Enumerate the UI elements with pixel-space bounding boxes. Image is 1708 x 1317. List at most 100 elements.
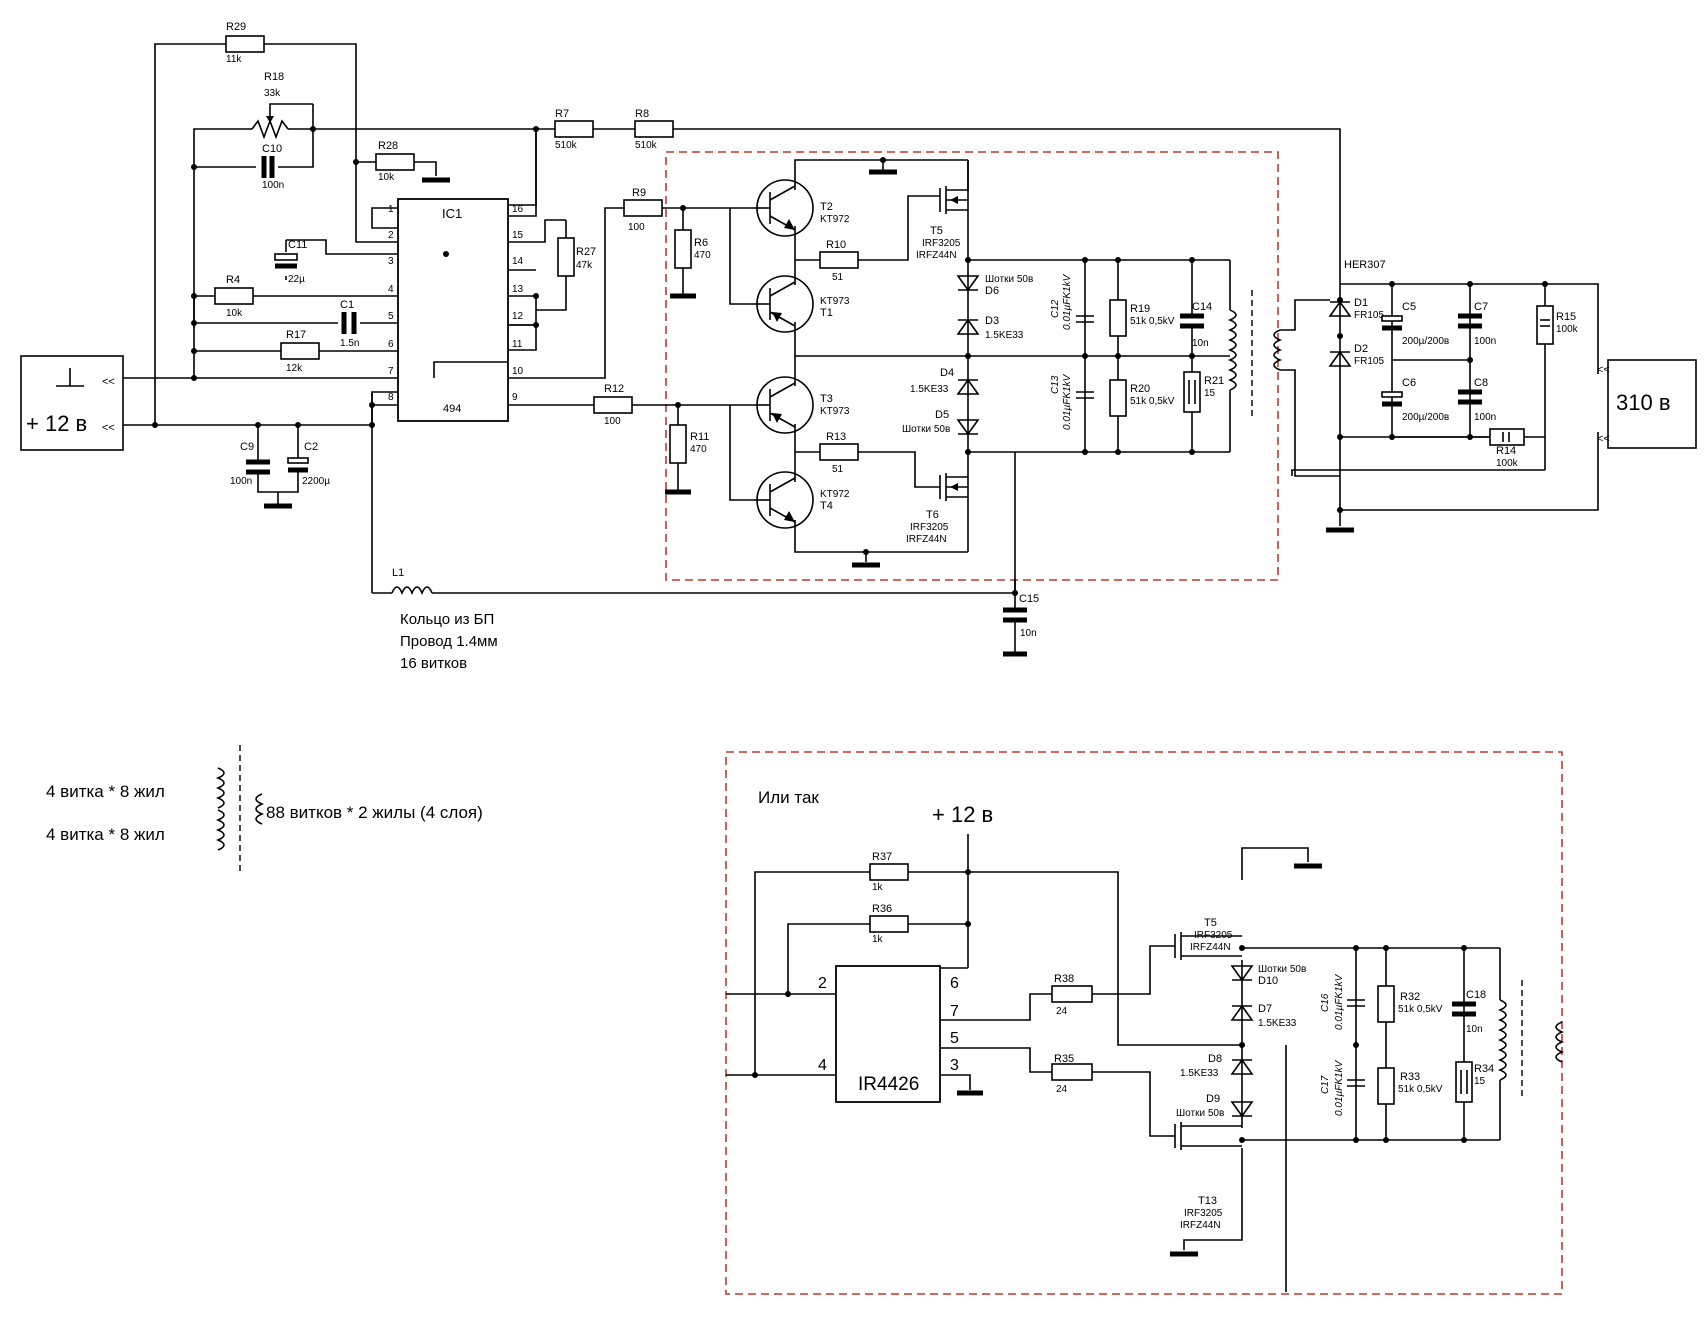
c8: C8 100n bbox=[1458, 377, 1496, 423]
svg-text:D3: D3 bbox=[985, 315, 999, 327]
svg-text:Шотки 50в: Шотки 50в bbox=[985, 274, 1033, 285]
svg-text:1.5KE33: 1.5KE33 bbox=[1258, 1018, 1297, 1029]
svg-text:IRF3205: IRF3205 bbox=[910, 522, 949, 533]
svg-text:1.5KE33: 1.5KE33 bbox=[910, 384, 949, 395]
svg-text:33k: 33k bbox=[264, 88, 281, 99]
svg-text:100n: 100n bbox=[1474, 336, 1496, 347]
svg-text:9: 9 bbox=[512, 392, 518, 403]
svg-text:C8: C8 bbox=[1474, 377, 1488, 389]
svg-text:KT972: KT972 bbox=[820, 489, 850, 500]
svg-text:1.5KE33: 1.5KE33 bbox=[1180, 1068, 1219, 1079]
svg-text:15: 15 bbox=[1474, 1076, 1486, 1087]
svg-text:R10: R10 bbox=[826, 239, 846, 251]
svg-text:10: 10 bbox=[512, 366, 524, 377]
svg-text:6: 6 bbox=[388, 339, 394, 350]
svg-text:10n: 10n bbox=[1466, 1024, 1483, 1035]
svg-text:100k: 100k bbox=[1496, 458, 1519, 469]
svg-text:47k: 47k bbox=[576, 260, 593, 271]
svg-text:R17: R17 bbox=[286, 329, 306, 341]
svg-text:T5: T5 bbox=[930, 225, 943, 237]
r29: R29 11k bbox=[225, 21, 265, 65]
svg-text:5: 5 bbox=[388, 311, 394, 322]
svg-text:10k: 10k bbox=[226, 308, 243, 319]
svg-text:15: 15 bbox=[1204, 388, 1216, 399]
svg-text:10n: 10n bbox=[1192, 338, 1209, 349]
output-terminal-block: 310 в << << bbox=[1597, 359, 1697, 449]
svg-text:510k: 510k bbox=[555, 140, 578, 151]
svg-text:KT972: KT972 bbox=[820, 214, 850, 225]
svg-text:14: 14 bbox=[512, 256, 524, 267]
svg-text:R20: R20 bbox=[1130, 383, 1150, 395]
svg-text:100k: 100k bbox=[1556, 324, 1579, 335]
svg-text:10k: 10k bbox=[378, 172, 395, 183]
svg-text:Или так: Или так bbox=[758, 788, 819, 807]
svg-text:24: 24 bbox=[1056, 1084, 1068, 1095]
svg-text:5: 5 bbox=[950, 1030, 959, 1047]
svg-text:470: 470 bbox=[690, 444, 707, 455]
svg-text:100n: 100n bbox=[1474, 412, 1496, 423]
svg-text:16: 16 bbox=[512, 204, 524, 215]
svg-text:200µ/200в: 200µ/200в bbox=[1402, 336, 1449, 347]
svg-text:+ 12 в: + 12 в bbox=[932, 802, 993, 827]
svg-text:C10: C10 bbox=[262, 143, 282, 155]
svg-text:R14: R14 bbox=[1496, 445, 1516, 457]
alt-driver: Или так + 12 в IR4426 2 4 6 7 5 3 bbox=[726, 788, 1565, 1292]
svg-text:11k: 11k bbox=[226, 54, 242, 65]
svg-text:0.01µFK1kV: 0.01µFK1kV bbox=[1334, 1059, 1345, 1116]
l1-inductor: L1 Кольцо из БП Провод 1.4мм 16 витков bbox=[372, 567, 1015, 672]
svg-text:100n: 100n bbox=[262, 180, 284, 191]
svg-text:1k: 1k bbox=[872, 882, 884, 893]
svg-text:Шотки 50в: Шотки 50в bbox=[1176, 1108, 1224, 1119]
svg-text:Шотки 50в: Шотки 50в bbox=[1258, 964, 1306, 975]
svg-text:R34: R34 bbox=[1474, 1063, 1494, 1075]
svg-text:10n: 10n bbox=[1020, 628, 1037, 639]
svg-text:Шотки 50в: Шотки 50в bbox=[902, 424, 950, 435]
svg-text:R29: R29 bbox=[226, 21, 246, 33]
svg-text:Провод 1.4мм: Провод 1.4мм bbox=[400, 633, 498, 650]
svg-text:R35: R35 bbox=[1054, 1053, 1074, 1065]
ic1-tl494: IC1 494 1 2 3 4 5 6 7 8 16 15 14 13 12 1… bbox=[388, 129, 624, 422]
svg-text:51k 0,5kV: 51k 0,5kV bbox=[1130, 396, 1175, 407]
svg-text:88 витков * 2 жилы (4 слоя): 88 витков * 2 жилы (4 слоя) bbox=[266, 803, 483, 822]
svg-text:R37: R37 bbox=[872, 851, 892, 863]
svg-text:C6: C6 bbox=[1402, 377, 1416, 389]
svg-text:IRFZ44N: IRFZ44N bbox=[906, 534, 947, 545]
svg-text:D4: D4 bbox=[940, 367, 954, 379]
svg-text:R9: R9 bbox=[632, 187, 646, 199]
svg-text:16 витков: 16 витков bbox=[400, 655, 467, 672]
svg-text:0.01µFK1kV: 0.01µFK1kV bbox=[1062, 373, 1073, 430]
svg-text:C1: C1 bbox=[340, 299, 354, 311]
svg-text:R12: R12 bbox=[604, 383, 624, 395]
svg-text:IRFZ44N: IRFZ44N bbox=[1180, 1220, 1221, 1231]
svg-text:KT973: KT973 bbox=[820, 406, 850, 417]
input-12v-label: + 12 в bbox=[26, 411, 87, 436]
svg-text:13: 13 bbox=[512, 284, 524, 295]
svg-text:C17: C17 bbox=[1320, 1075, 1331, 1094]
d3-tvs-diode: D31.5KE33 bbox=[956, 315, 1024, 341]
output-310v-label: 310 в bbox=[1616, 390, 1671, 415]
svg-text:D5: D5 bbox=[935, 409, 949, 421]
c7: C7 100n bbox=[1458, 301, 1496, 347]
svg-text:C7: C7 bbox=[1474, 301, 1488, 313]
svg-text:R19: R19 bbox=[1130, 303, 1150, 315]
svg-text:R36: R36 bbox=[872, 903, 892, 915]
c1: C11.5n bbox=[340, 299, 359, 349]
svg-text:1k: 1k bbox=[872, 934, 884, 945]
svg-text:2200µ: 2200µ bbox=[302, 476, 330, 487]
svg-text:L1: L1 bbox=[392, 567, 404, 579]
alternative-driver-region bbox=[725, 751, 1563, 1295]
svg-text:D8: D8 bbox=[1208, 1053, 1222, 1065]
svg-text:12: 12 bbox=[512, 311, 524, 322]
